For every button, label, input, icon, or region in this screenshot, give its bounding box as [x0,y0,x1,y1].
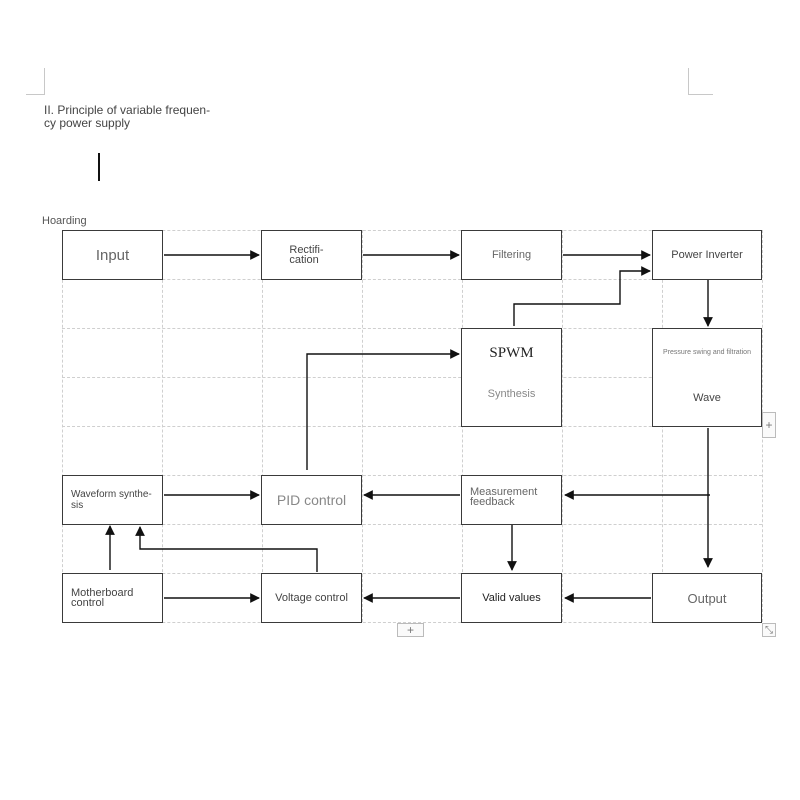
diagram-caption: Hoarding [42,215,87,227]
add-column-button[interactable]: + [762,412,776,438]
node-spwm-subtitle: Synthesis [487,388,536,400]
node-motherboard-control-label: Motherboard control [71,587,134,609]
node-pid-control-label: PID control [276,492,347,508]
arrow-spwm-to-inverter [513,266,651,326]
node-rectification[interactable]: Rectifi- cation [261,230,362,280]
text-cursor [98,153,100,181]
node-output-label: Output [687,590,727,606]
node-wave-top-label: Pressure swing and filtration [663,349,751,356]
node-voltage-control-label: Voltage control [275,592,348,604]
node-power-inverter[interactable]: Power Inverter [652,230,762,280]
node-output[interactable]: Output [652,573,762,623]
page-corner-mark-left [26,68,45,95]
node-measurement-feedback[interactable]: Measurement feedback [461,475,562,525]
node-spwm-synthesis[interactable]: SPWM Synthesis [461,328,562,427]
node-valid-values[interactable]: Valid values [461,573,562,623]
node-measurement-feedback-label: Measurement feedback [470,486,538,508]
node-wave-bottom-label: Wave [693,392,721,404]
add-row-button[interactable]: + [397,623,424,637]
arrow-pid-to-spwm [306,349,460,470]
node-valid-values-label: Valid values [482,592,541,604]
node-waveform-synthesis-label: Waveform synthe- sis [71,489,152,511]
node-motherboard-control[interactable]: Motherboard control [62,573,163,623]
node-filtering[interactable]: Filtering [461,230,562,280]
node-spwm-title: SPWM [489,345,534,361]
resize-handle-icon[interactable]: ⤡ [762,623,776,637]
node-waveform-synthesis[interactable]: Waveform synthe- sis [62,475,163,525]
section-heading: II. Principle of variable frequen- cy po… [44,103,211,130]
node-power-inverter-label: Power Inverter [671,249,743,261]
node-input[interactable]: Input [62,230,163,280]
node-rectification-label: Rectifi- cation [289,244,324,266]
node-input-label: Input [95,246,130,264]
arrow-voltage-to-waveform [135,526,318,572]
node-pid-control[interactable]: PID control [261,475,362,525]
node-pressure-swing-wave[interactable]: Pressure swing and filtration Wave [652,328,762,427]
node-filtering-label: Filtering [491,249,532,261]
node-voltage-control[interactable]: Voltage control [261,573,362,623]
page-corner-mark-right [688,68,713,95]
